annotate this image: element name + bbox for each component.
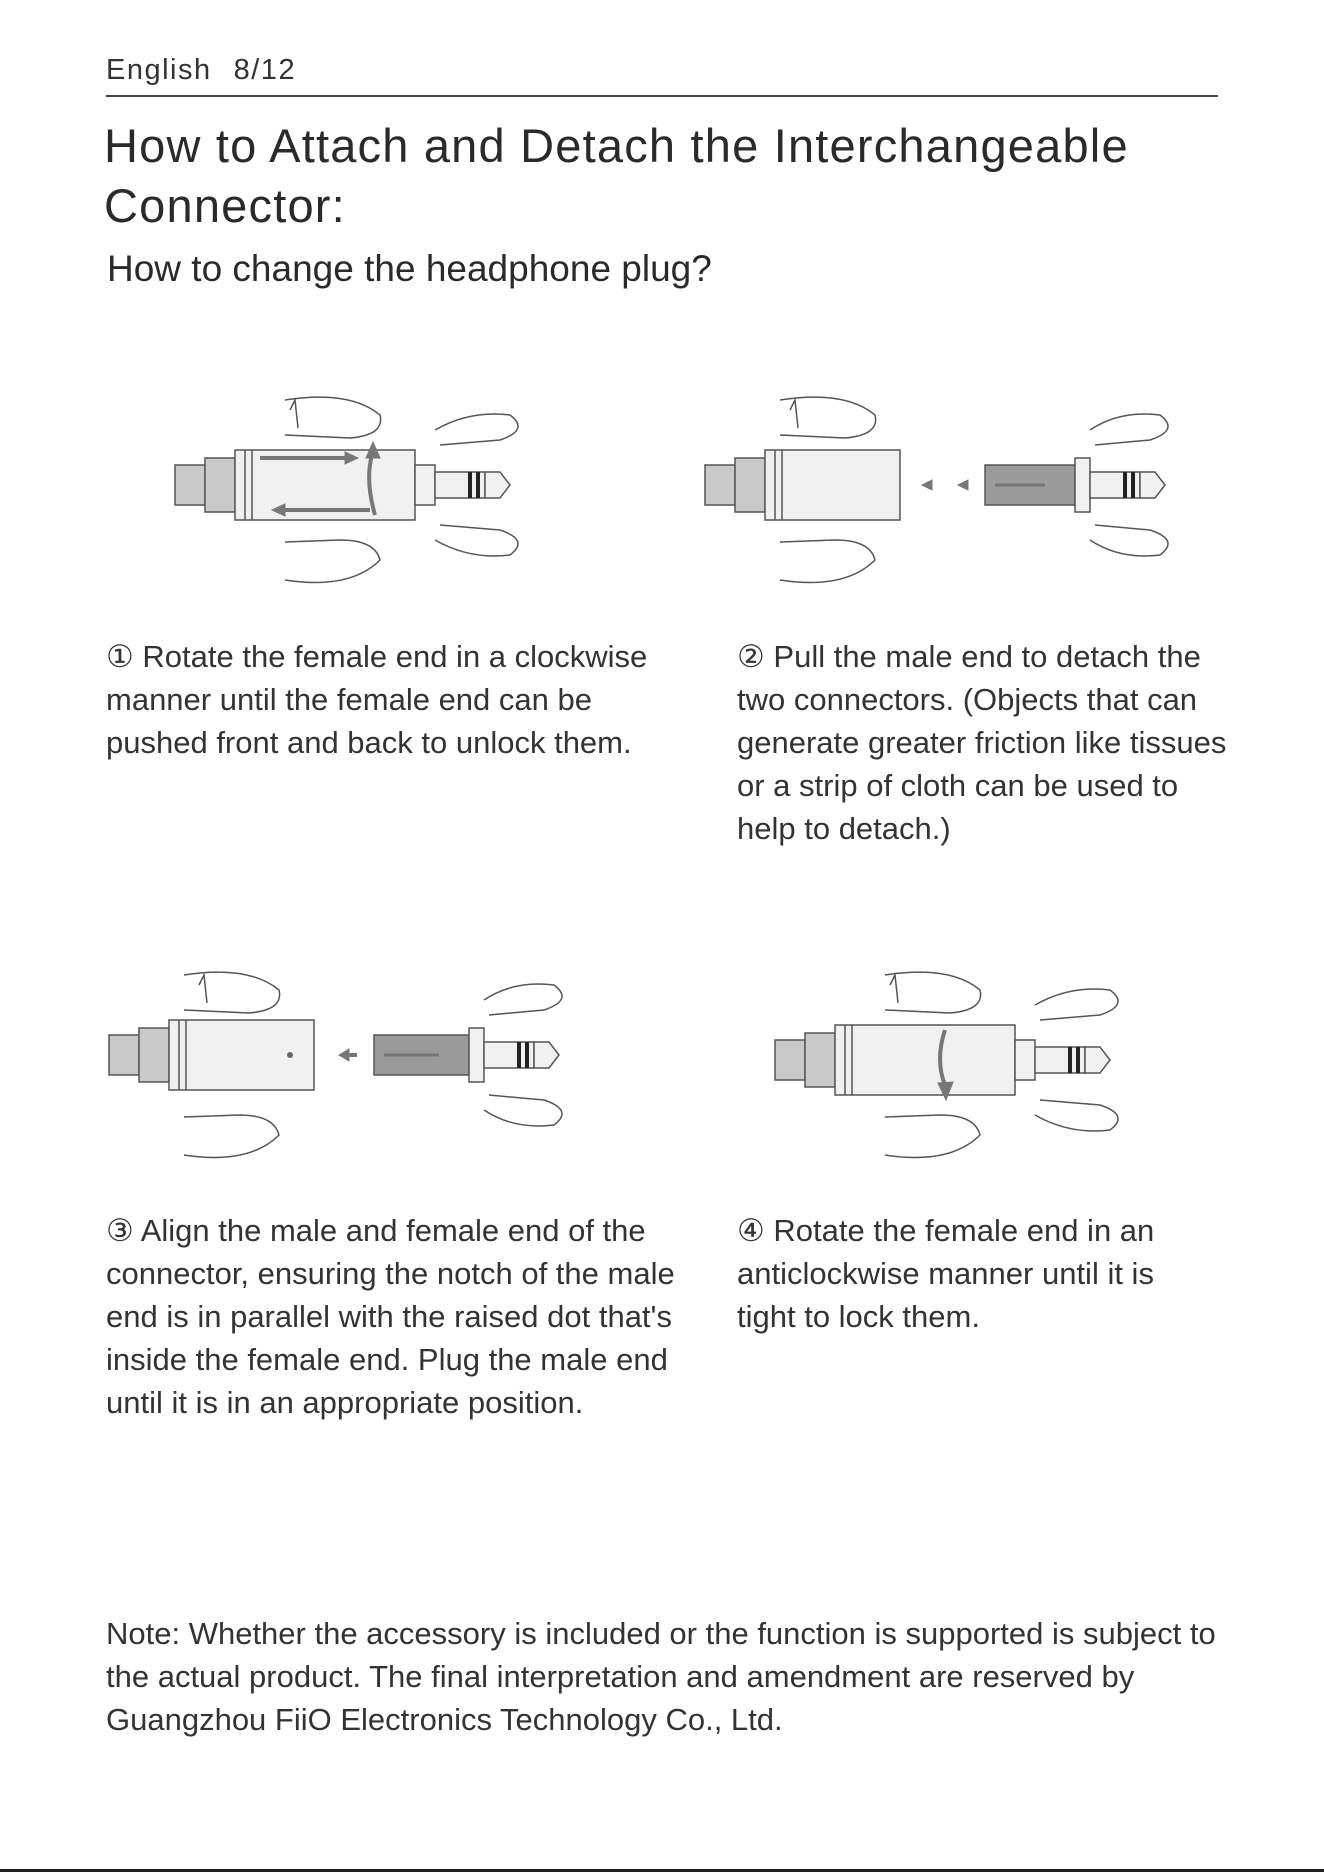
step-1-text: ① Rotate the female end in a clockwise m… bbox=[106, 639, 648, 760]
step-3-illustration bbox=[108, 971, 563, 1159]
page-header: English 8/12 bbox=[106, 54, 296, 87]
page-subtitle: How to change the headphone plug? bbox=[107, 248, 712, 289]
disclaimer-note: Note: Whether the accessory is included … bbox=[106, 1616, 1216, 1737]
step-4-text: ④ Rotate the female end in an anticlockw… bbox=[737, 1213, 1155, 1334]
step-2-illustration bbox=[704, 396, 1169, 584]
header-page-number: 8/12 bbox=[233, 54, 297, 86]
page-title: How to Attach and Detach the Interchange… bbox=[104, 119, 1129, 232]
header-divider bbox=[106, 95, 1218, 97]
step-2-text: ② Pull the male end to detach the two co… bbox=[737, 639, 1227, 846]
header-language: English bbox=[106, 54, 212, 86]
step-3-text: ③ Align the male and female end of the c… bbox=[106, 1213, 675, 1420]
step-1-illustration bbox=[174, 396, 519, 584]
page-bottom-border bbox=[0, 1869, 1324, 1872]
step-4-illustration bbox=[774, 971, 1119, 1159]
